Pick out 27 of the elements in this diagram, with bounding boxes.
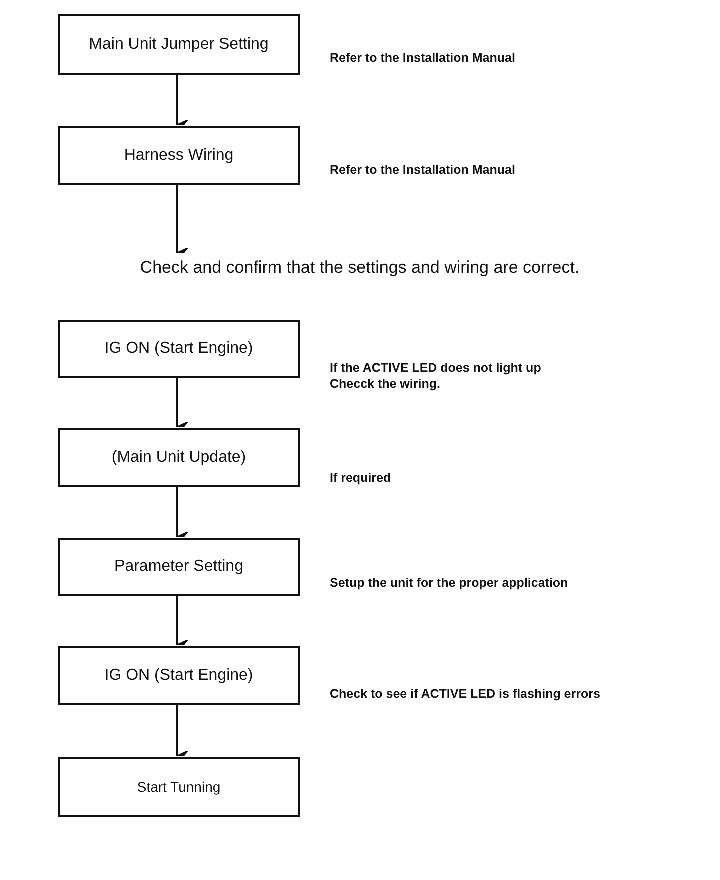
step-label: Start Tunning bbox=[137, 779, 221, 795]
arrow bbox=[176, 596, 188, 646]
arrow bbox=[176, 378, 188, 428]
instruction-text: Check and confirm that the settings and wiring are correct. bbox=[140, 258, 580, 278]
process-box bbox=[58, 538, 300, 596]
step-label: IG ON (Start Engine) bbox=[104, 666, 254, 684]
arrow bbox=[176, 487, 188, 538]
side-note: Refer to the Installation Manual bbox=[330, 162, 516, 178]
step-label: Main Unit Jumper Setting bbox=[89, 36, 269, 54]
side-note: Refer to the Installation Manual bbox=[330, 50, 516, 66]
side-note: Setup the unit for the proper application bbox=[330, 575, 570, 592]
side-note: If the ACTIVE LED does not light up Checck the wiring. bbox=[330, 360, 542, 392]
process-box bbox=[58, 428, 300, 487]
side-note: Check to see if ACTIVE LED is flashing errors bbox=[330, 686, 602, 702]
process-box bbox=[58, 126, 300, 185]
arrow bbox=[176, 185, 188, 254]
step-label: (Main Unit Update) bbox=[112, 448, 246, 466]
step-label: Parameter Setting bbox=[114, 558, 244, 576]
step-label: Harness Wiring bbox=[124, 146, 234, 164]
side-note: If required bbox=[330, 470, 392, 486]
process-box bbox=[58, 646, 300, 705]
arrow bbox=[176, 705, 188, 756]
arrow bbox=[176, 75, 188, 126]
process-box bbox=[58, 757, 300, 817]
process-box bbox=[58, 320, 300, 378]
step-label: IG ON (Start Engine) bbox=[104, 340, 254, 358]
process-box bbox=[58, 14, 300, 75]
